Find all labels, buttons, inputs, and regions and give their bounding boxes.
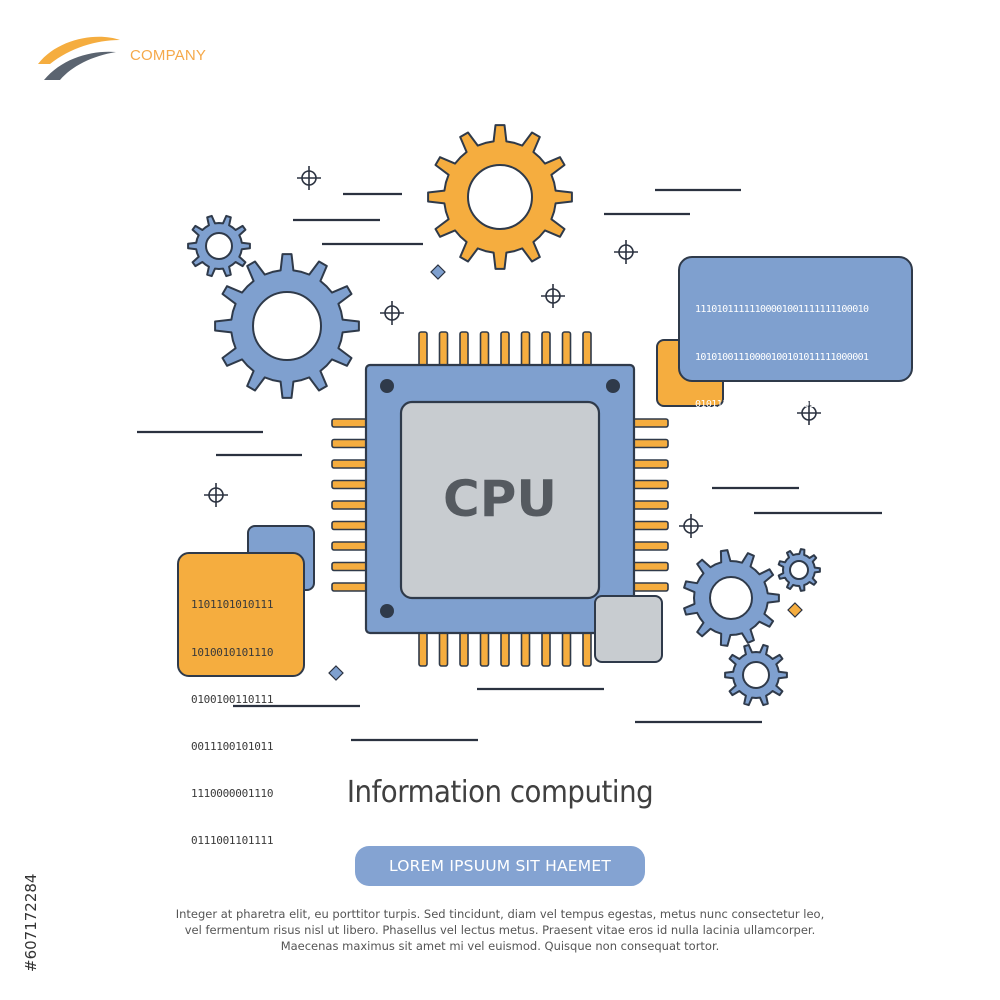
binary-line: 1110000001110 xyxy=(191,786,274,800)
binary-line: 11001001001010010101111100101111 xyxy=(695,539,869,551)
cpu-chip xyxy=(364,363,636,635)
binary-line: 1101101010111 xyxy=(191,598,274,612)
binary-line: 01011110010011110000011110001101 xyxy=(695,398,869,410)
cpu-label: CPU xyxy=(443,470,557,528)
crosshair-icon xyxy=(679,514,703,538)
gear-icon xyxy=(427,124,573,270)
crosshair-icon xyxy=(297,166,321,190)
stock-id-text: #607172284 xyxy=(22,873,40,972)
binary-line: 0100100110111 xyxy=(191,692,274,706)
binary-line: 0011100101011 xyxy=(191,739,274,753)
paragraph-line: vel fermentum risus nisl ut libero. Phas… xyxy=(184,923,816,937)
cta-button[interactable]: LOREM IPSUUM SIT HAEMET xyxy=(355,846,645,886)
decorative-lines xyxy=(137,188,882,742)
gear-icons xyxy=(187,124,821,707)
description-paragraph: Integer at pharetra elit, eu porttitor t… xyxy=(170,906,830,954)
gray-square xyxy=(594,595,663,663)
gear-icon xyxy=(777,548,821,592)
crosshair-icon xyxy=(204,483,228,507)
company-logo-icon xyxy=(38,36,120,80)
company-name: COMPANY xyxy=(130,47,207,64)
gear-icon xyxy=(187,214,251,278)
crosshair-icon xyxy=(541,284,565,308)
binary-line: 11111100001010101010000111110000 xyxy=(695,492,869,504)
gear-icon xyxy=(724,643,788,707)
crosshair-icons xyxy=(204,166,821,538)
paragraph-line: Maecenas maximus sit amet mi vel euismod… xyxy=(280,939,720,953)
binary-line: 11101011111100001001111111100010 xyxy=(695,304,869,316)
binary-code-blue: 11101011111100001001111111100010 1010100… xyxy=(695,271,869,585)
paragraph-line: Integer at pharetra elit, eu porttitor t… xyxy=(175,907,825,921)
cta-button-label: LOREM IPSUUM SIT HAEMET xyxy=(389,857,611,875)
binary-code-orange: 1101101010111 1010010101110 010010011011… xyxy=(191,566,274,880)
stock-id: #607172284 xyxy=(0,0,40,1000)
binary-line: 0111001101111 xyxy=(191,833,274,847)
gear-icon xyxy=(683,549,780,647)
orange-binary-panel xyxy=(177,525,315,677)
page-title: Information computing xyxy=(346,775,654,810)
binary-line: 10101001110000100101011111000001 xyxy=(695,351,869,363)
blue-binary-panel xyxy=(656,256,913,407)
crosshair-icon xyxy=(380,301,404,325)
crosshair-icon xyxy=(614,240,638,264)
binary-line: 1010010101110 xyxy=(191,645,274,659)
diamond-shapes xyxy=(328,264,803,681)
gear-icon xyxy=(214,253,360,399)
binary-line: 10011111111100000010010101011 xyxy=(695,445,853,457)
crosshair-icon xyxy=(797,401,821,425)
